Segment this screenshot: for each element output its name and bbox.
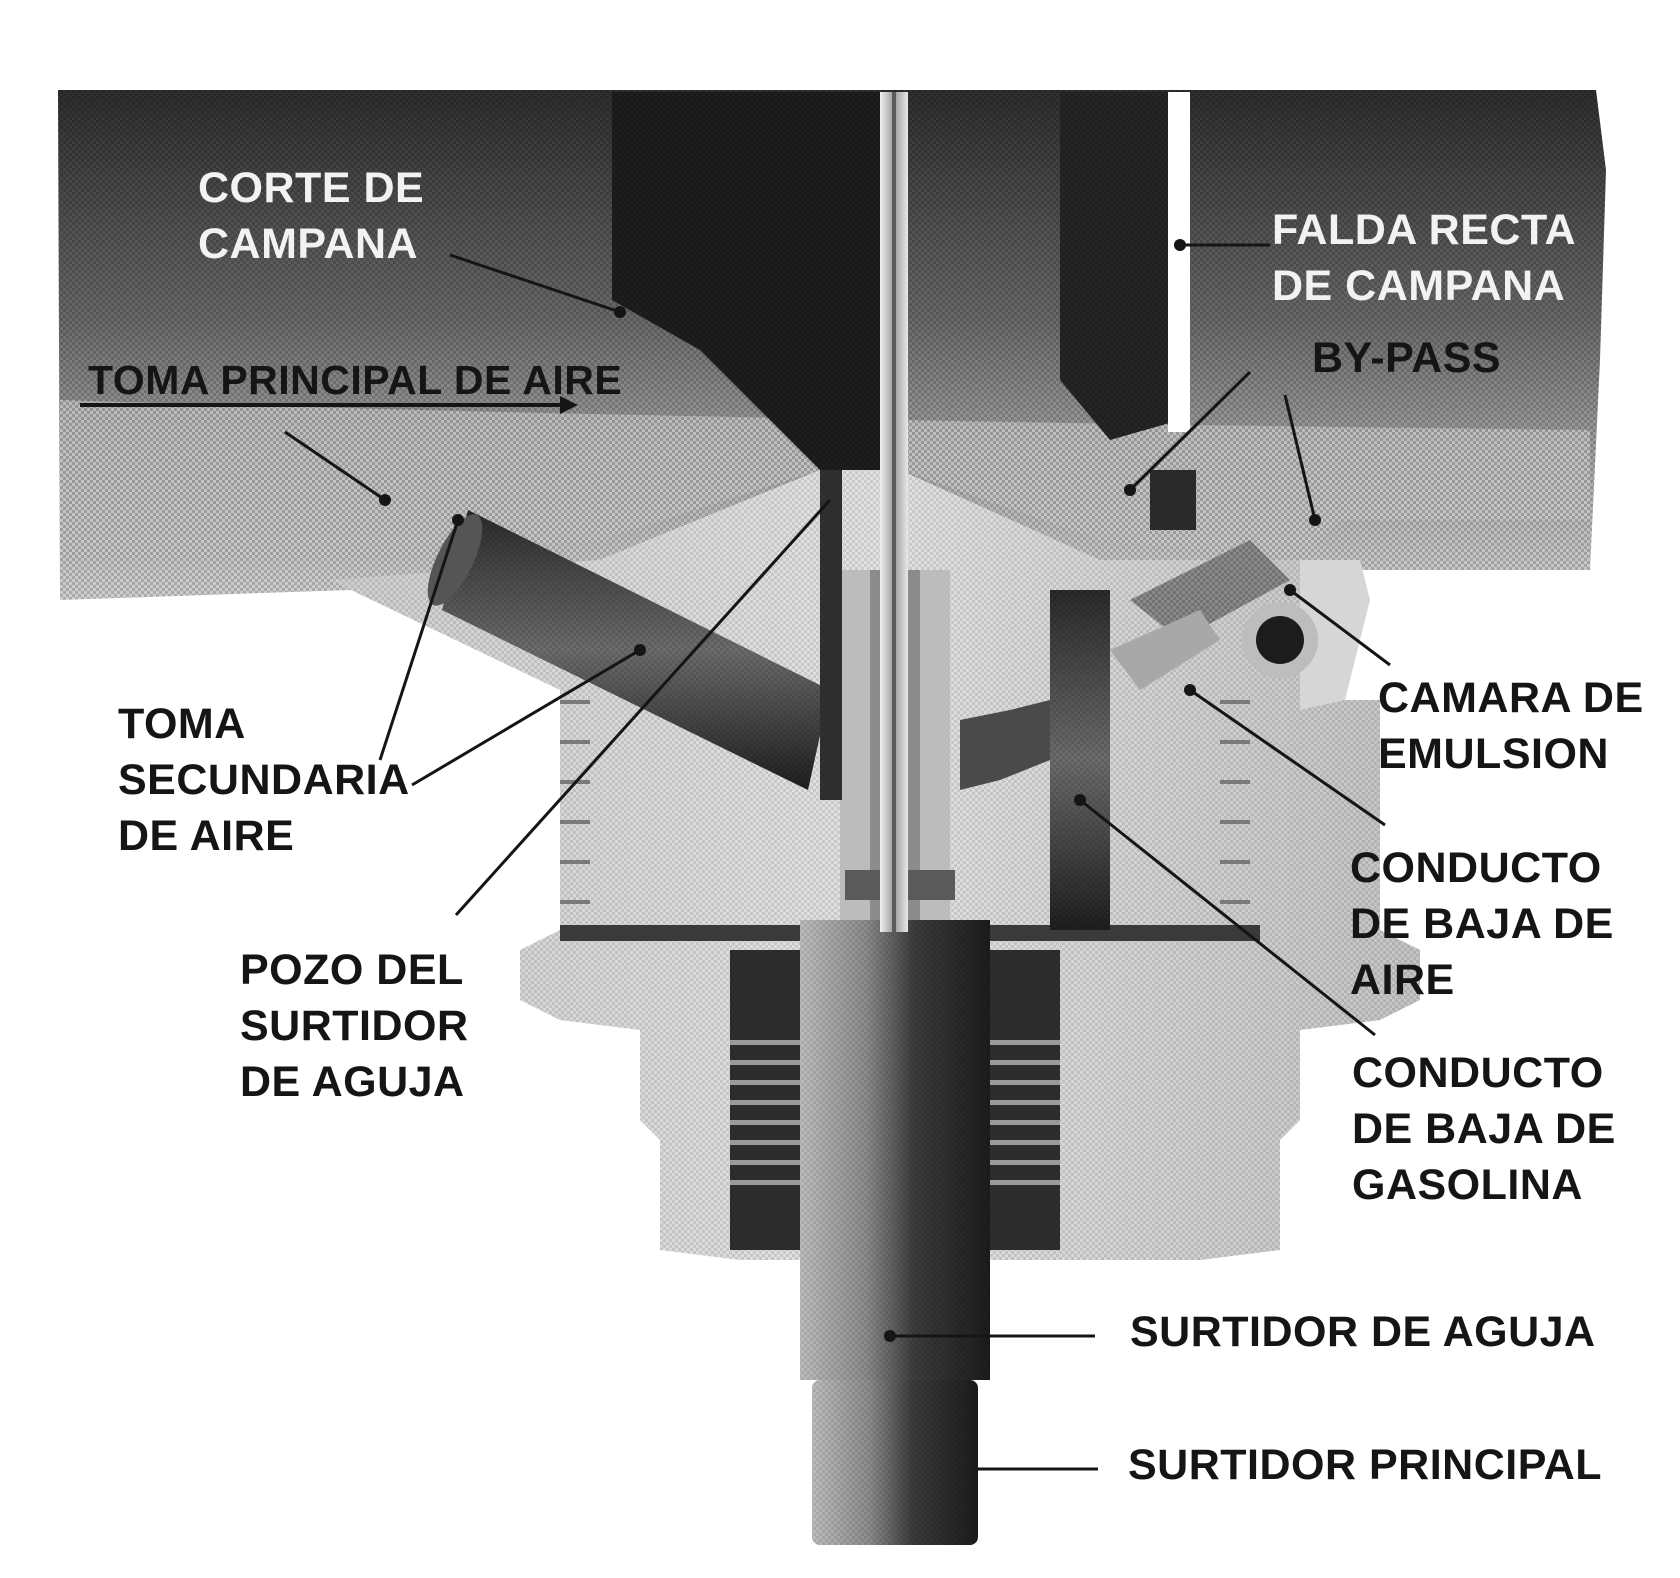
pilot-fuel-tube: [960, 590, 1110, 930]
emulsion-chamber: [1110, 470, 1318, 690]
label-toma-secundaria-de-aire: TOMA SECUNDARIA DE AIRE: [118, 700, 410, 860]
label-surtidor-principal: SURTIDOR PRINCIPAL: [1128, 1441, 1603, 1489]
label-toma-principal-de-aire: TOMA PRINCIPAL DE AIRE: [88, 357, 623, 403]
label-falda-recta-de-campana: FALDA RECTA DE CAMPANA: [1272, 206, 1577, 310]
leader-lines: [284, 243, 1391, 1471]
label-by-pass: BY-PASS: [1312, 334, 1502, 382]
label-surtidor-de-aguja: SURTIDOR DE AGUJA: [1130, 1308, 1596, 1356]
throttle-slide: [612, 92, 1190, 470]
label-pozo-del-surtidor-de-aguja: POZO DEL SURTIDOR DE AGUJA: [240, 946, 469, 1106]
label-camara-de-emulsion: CAMARA DE EMULSION: [1378, 674, 1644, 778]
label-conducto-de-baja-de-gasolina: CONDUCTO DE BAJA DE GASOLINA: [1352, 1049, 1616, 1209]
threads: [560, 700, 1250, 1250]
well-wall: [820, 470, 842, 800]
label-corte-de-campana: CORTE DE CAMPANA: [198, 164, 425, 268]
main-jet: [812, 1380, 978, 1545]
leader-dots: [379, 239, 1321, 1342]
jet-needle: [880, 92, 908, 932]
label-conducto-de-baja-de-aire: CONDUCTO DE BAJA DE AIRE: [1350, 844, 1614, 1004]
air-flow-arrow: [80, 396, 578, 414]
